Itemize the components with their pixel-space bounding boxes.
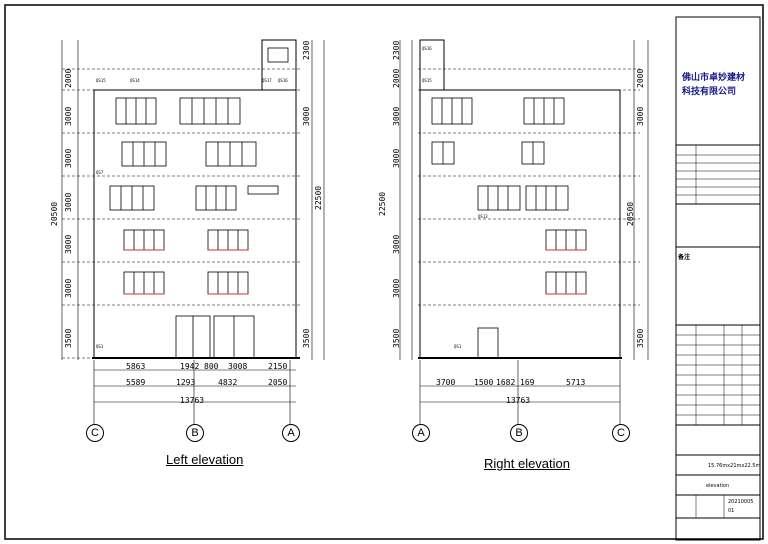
left-dim-mid-1: 1293 — [176, 378, 196, 387]
left-dim-overall: 13763 — [180, 396, 205, 405]
left-dim-3500: 3500 — [64, 328, 73, 348]
right-tag-3: QS13 — [478, 214, 488, 219]
left-axis-c: C — [86, 424, 104, 442]
company-name-line2: 科技有限公司 — [682, 86, 737, 96]
left-dim-3000a: 3000 — [64, 106, 73, 126]
right-dim-overall: 13763 — [506, 396, 531, 405]
left-dim-3000c: 3000 — [64, 192, 73, 212]
left-dim-3000b: 3000 — [64, 148, 73, 168]
right-dim-total: 22500 — [378, 191, 387, 216]
left-tag-3: QS17 — [262, 78, 272, 83]
right-dim-roof: 2300 — [392, 40, 401, 60]
right-dim-3500: 3500 — [392, 328, 401, 348]
left-dim-top-1: 1942 — [180, 362, 200, 371]
right-dim-mid-1: 1500 — [474, 378, 494, 387]
left-dim-mid-0: 5589 — [126, 378, 146, 387]
left-dim-3000e: 3000 — [64, 278, 73, 298]
left-dim-top-4: 2150 — [268, 362, 288, 371]
left-dim-right-total: 22500 — [314, 185, 323, 210]
right-dim-2000: 2000 — [392, 68, 401, 88]
tb-note: 备注 — [678, 254, 691, 261]
right-dim-mid-4: 5713 — [566, 378, 586, 387]
left-elevation-title: Left elevation — [166, 452, 244, 467]
right-axis-c: C — [612, 424, 630, 442]
left-tag-1: QS15 — [96, 78, 106, 83]
tb-view: elevation — [706, 483, 730, 489]
right-axis-a: A — [412, 424, 430, 442]
tb-size: 15.76mx21mx22.5m — [708, 463, 761, 469]
right-dim-3000c: 3000 — [392, 234, 401, 254]
left-dim-mid-2: 4832 — [218, 378, 238, 387]
right-dim-r-2000: 2000 — [636, 68, 645, 88]
left-dim-3000d: 3000 — [64, 234, 73, 254]
tb-page: 01 — [728, 508, 735, 514]
left-tag-5: QS7 — [96, 170, 104, 175]
right-dim-mid-0: 3700 — [436, 378, 456, 387]
right-dim-3000d: 3000 — [392, 278, 401, 298]
right-tag-1: QS16 — [422, 46, 432, 51]
left-tag-2: QS14 — [130, 78, 140, 83]
left-dim-right-3000: 3000 — [302, 106, 311, 126]
right-dim-r-3000: 3000 — [636, 106, 645, 126]
tb-num: 20210005 — [728, 499, 754, 505]
right-axis-b: B — [510, 424, 528, 442]
right-dim-r-3500: 3500 — [636, 328, 645, 348]
left-dim-total: 20500 — [50, 201, 59, 226]
left-axis-a: A — [282, 424, 300, 442]
left-dim-right-3500: 3500 — [302, 328, 311, 348]
left-dim-top-0: 5863 — [126, 362, 146, 371]
right-tag-2: QS15 — [422, 78, 432, 83]
left-axis-b: B — [186, 424, 204, 442]
right-dim-r-total: 20500 — [626, 201, 635, 226]
right-dim-mid-2: 1682 — [496, 378, 516, 387]
left-tag-4: QS16 — [278, 78, 288, 83]
right-dim-3000a: 3000 — [392, 106, 401, 126]
right-dim-mid-3: 169 — [520, 378, 535, 387]
right-elevation-title: Right elevation — [484, 456, 570, 471]
sheet-border — [4, 4, 764, 540]
left-tag-6: QS1 — [96, 344, 104, 349]
right-elevation — [399, 39, 649, 425]
left-dim-2000: 2000 — [64, 68, 73, 88]
title-block — [675, 16, 761, 541]
left-dim-top-3: 3008 — [228, 362, 248, 371]
left-dim-roof: 2300 — [302, 40, 311, 60]
left-elevation — [61, 39, 325, 425]
left-dim-mid-3: 2050 — [268, 378, 288, 387]
right-tag-4: QS1 — [454, 344, 462, 349]
right-dim-3000b: 3000 — [392, 148, 401, 168]
left-dim-top-2: 800 — [204, 362, 219, 371]
company-name-line1: 佛山市卓妙建材 — [682, 72, 746, 82]
